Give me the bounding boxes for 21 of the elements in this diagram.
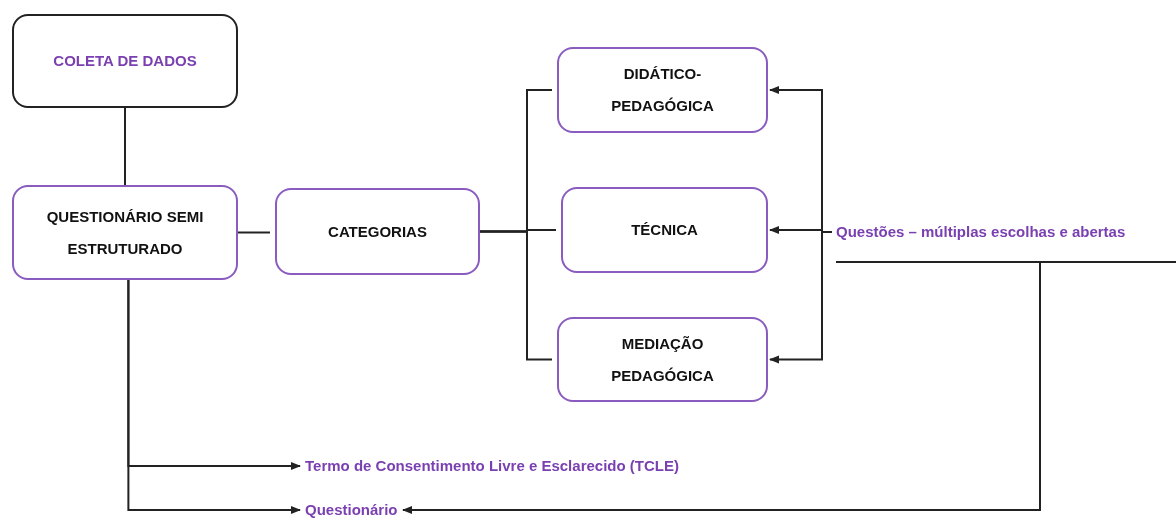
box-label: QUESTIONÁRIO SEMI ESTRUTURADO (45, 206, 205, 259)
arrow (769, 230, 833, 364)
box-label: TÉCNICA (631, 220, 698, 240)
process-box (557, 317, 768, 402)
box-label: DIDÁTICO- PEDAGÓGICA (610, 64, 715, 116)
process-box (12, 185, 238, 280)
process-box (557, 47, 768, 133)
arrow (402, 262, 1041, 514)
connector-line (479, 230, 553, 361)
process-box (12, 14, 238, 108)
note-text: Termo de Consentimento Livre e Esclarecido (TCLE) (305, 456, 679, 476)
box-label: CATEGORIAS (328, 221, 427, 242)
process-box (275, 188, 480, 275)
box-label: COLETA DE DADOS (53, 51, 197, 71)
connector-line (237, 231, 271, 234)
arrow (127, 279, 301, 514)
connector-line (124, 107, 126, 186)
box-label: MEDIAÇÃO PEDAGÓGICA (610, 333, 715, 386)
note-text: Questionário (305, 500, 398, 520)
process-box (561, 187, 768, 273)
note-text: Questões – múltiplas escolhas e abertas (836, 222, 1126, 242)
